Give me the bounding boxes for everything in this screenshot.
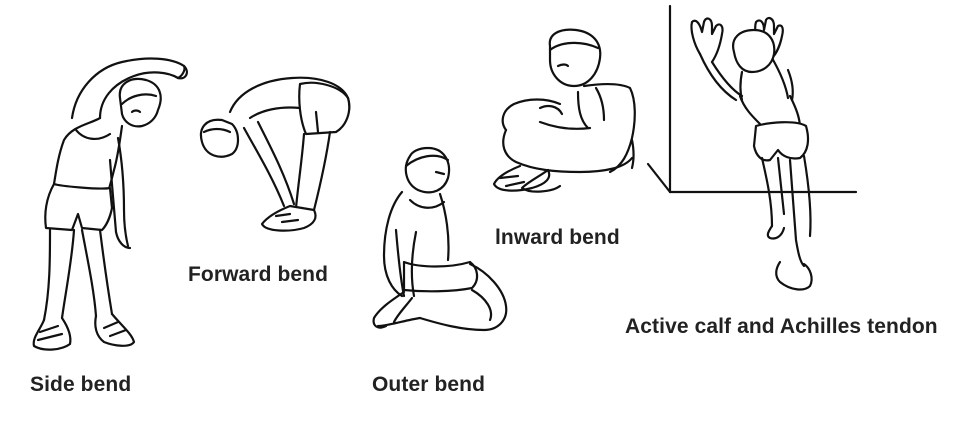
forward-bend-figure xyxy=(199,76,351,232)
side-bend-label: Side bend xyxy=(30,373,132,396)
forward-bend-label: Forward bend xyxy=(188,263,329,286)
calf-stretch-figure xyxy=(646,4,858,291)
inward-bend-label: lnward bend xyxy=(495,226,620,249)
side-bend-figure xyxy=(32,57,188,351)
inward-bend-figure xyxy=(492,28,636,193)
outer-bend-label: Outer bend xyxy=(372,373,486,396)
calf-stretch-label: Active calf and Achilles tendon xyxy=(625,315,938,338)
outer-bend-figure xyxy=(372,146,508,332)
